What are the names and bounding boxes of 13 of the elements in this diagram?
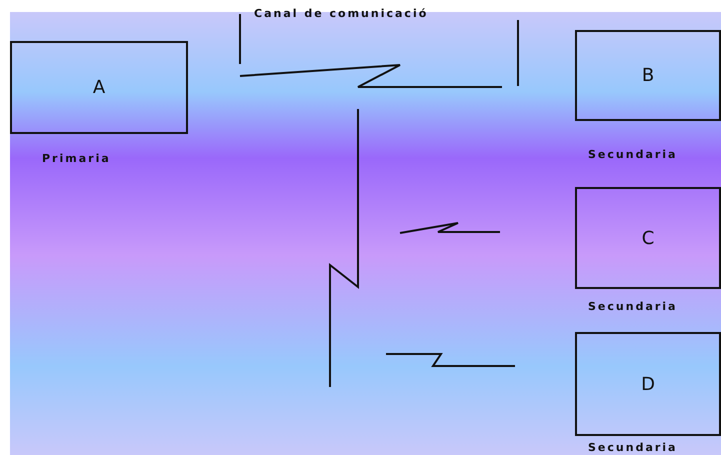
box <box>575 30 721 121</box>
box <box>10 41 188 134</box>
node-caption: Primaria <box>42 152 111 165</box>
node-letter: B <box>642 65 654 86</box>
node-letter: A <box>92 77 106 98</box>
box <box>575 187 721 289</box>
channel-label: Canal de comunicació <box>254 7 428 20</box>
node-letter: D <box>641 374 655 394</box>
node-caption: Secundaria <box>588 300 678 313</box>
node-caption: Secundaria <box>588 441 678 454</box>
node-letter: C <box>642 228 654 248</box>
box <box>575 332 721 436</box>
node-caption: Secundaria <box>588 148 678 161</box>
